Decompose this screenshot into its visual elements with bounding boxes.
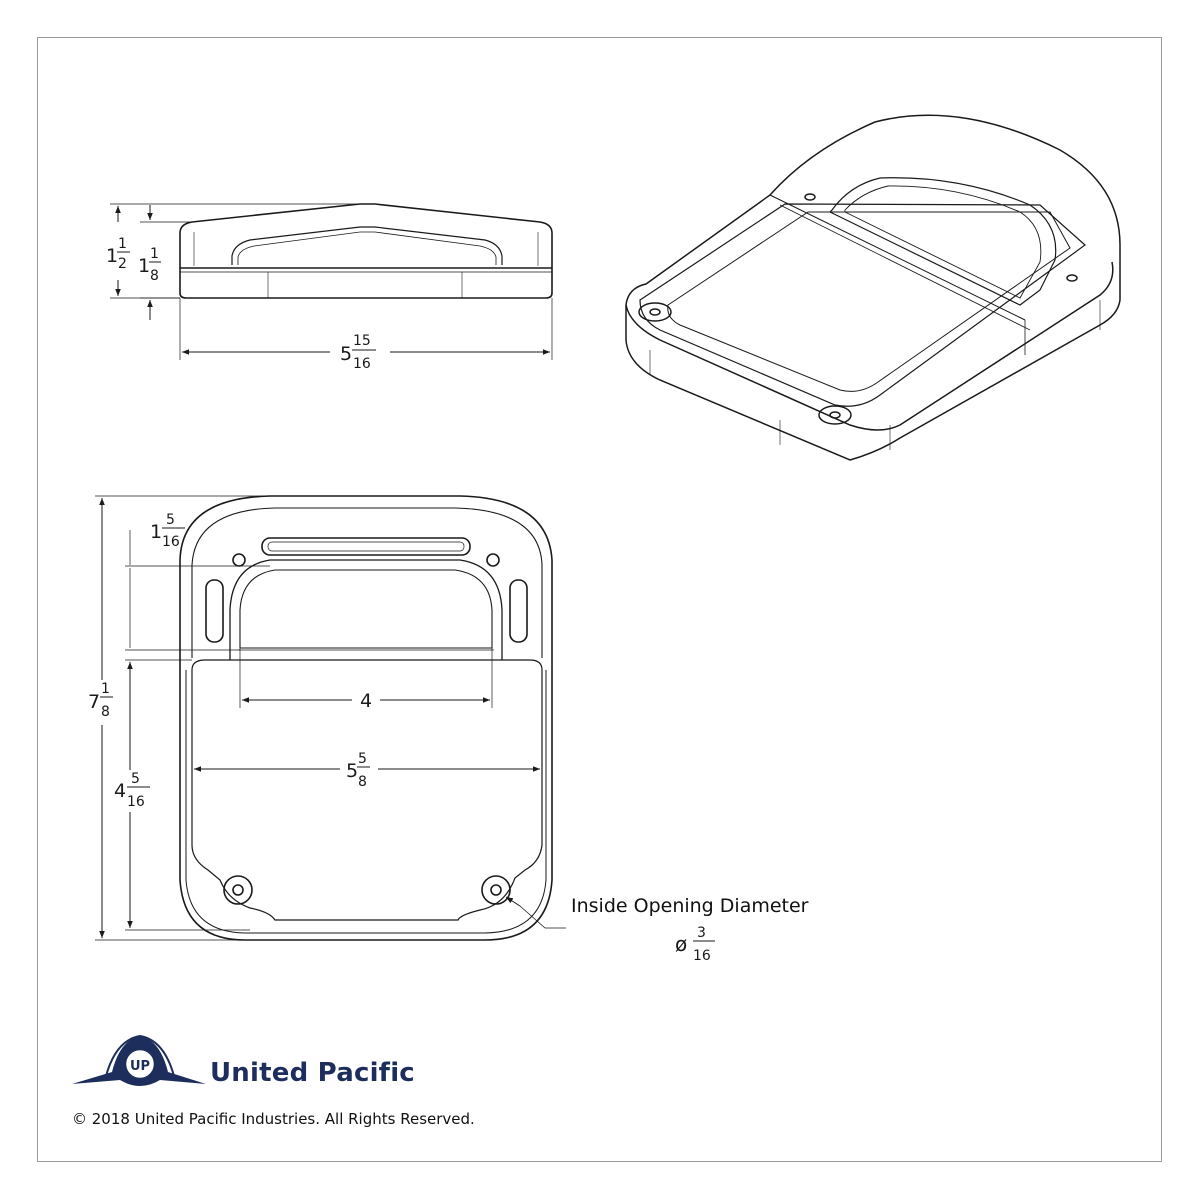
svg-text:15: 15: [353, 333, 371, 349]
svg-text:16: 16: [353, 356, 371, 372]
inside-opening-callout: Inside Opening Diameter: [571, 895, 809, 917]
svg-text:1: 1: [138, 255, 150, 277]
svg-text:8: 8: [150, 268, 159, 284]
svg-text:2: 2: [118, 256, 127, 272]
svg-text:3: 3: [697, 925, 706, 941]
svg-text:7: 7: [88, 691, 100, 713]
svg-text:ø: ø: [675, 932, 687, 956]
brand-name: United Pacific: [210, 1058, 415, 1088]
svg-text:1: 1: [118, 236, 127, 252]
drawing-frame: [37, 37, 1162, 1162]
svg-text:8: 8: [358, 774, 367, 790]
dim-hole-diameter: ø 3 16: [675, 925, 715, 964]
svg-text:1: 1: [106, 245, 118, 267]
side-view: [179, 203, 553, 299]
front-view: [179, 495, 553, 941]
svg-text:5: 5: [340, 343, 352, 365]
dim-side-height-inner: 1 1 8: [138, 246, 161, 284]
dim-front-lower-height: 4 5 16: [114, 771, 150, 810]
dim-front-top-offset: 1 5 16: [150, 512, 185, 550]
svg-text:5: 5: [346, 760, 358, 782]
svg-text:5: 5: [131, 771, 140, 787]
copyright-text: © 2018 United Pacific Industries. All Ri…: [72, 1110, 475, 1128]
svg-text:1: 1: [150, 246, 159, 262]
dim-side-width: 5 15 16: [340, 333, 376, 372]
svg-text:UP: UP: [130, 1059, 150, 1074]
svg-text:1: 1: [101, 681, 110, 697]
svg-text:5: 5: [166, 512, 175, 528]
isometric-view: [625, 114, 1121, 461]
united-pacific-logo: UP: [72, 1034, 206, 1086]
svg-text:8: 8: [101, 704, 110, 720]
svg-text:16: 16: [127, 794, 145, 810]
svg-text:1: 1: [150, 521, 162, 543]
svg-text:16: 16: [162, 534, 180, 550]
dim-side-height-outer: 1 1 2: [106, 236, 130, 272]
dim-front-overall-height: 7 1 8: [88, 681, 113, 720]
front-dimension-lines: [95, 495, 566, 941]
dim-front-width: 5 5 8: [346, 751, 370, 790]
side-dimension-lines: [110, 203, 553, 360]
dim-front-window-width: 4: [360, 690, 372, 712]
svg-text:5: 5: [358, 751, 367, 767]
svg-text:4: 4: [114, 780, 126, 802]
svg-text:16: 16: [693, 948, 711, 964]
